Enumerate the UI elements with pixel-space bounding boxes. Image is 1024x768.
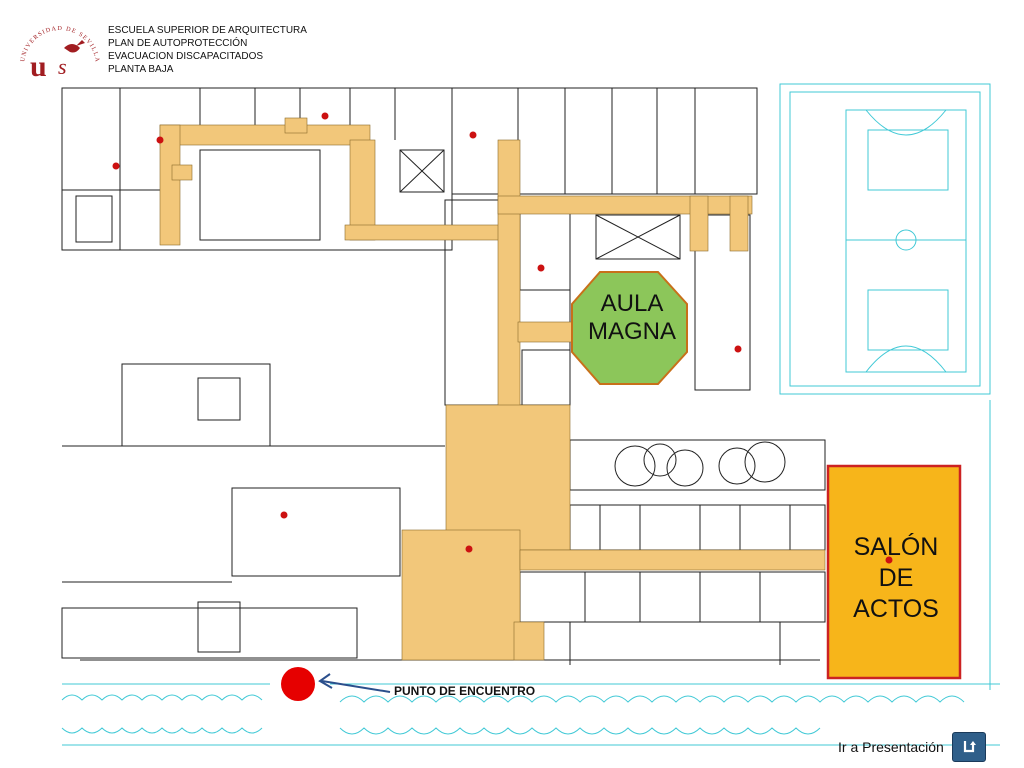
marker-dot xyxy=(156,136,164,144)
svg-text:s: s xyxy=(58,54,67,79)
location-markers xyxy=(112,112,893,564)
salon-label-line2: DE xyxy=(878,564,914,592)
marker-dot xyxy=(537,264,545,272)
salon-de-actos-area xyxy=(826,464,962,680)
meeting-point-label: PUNTO DE ENCUENTRO xyxy=(394,684,536,698)
marker-dot xyxy=(885,556,893,564)
go-to-presentation-label[interactable]: Ir a Presentación xyxy=(838,739,944,755)
marker-dot xyxy=(321,112,329,120)
salon-label-line3: ACTOS xyxy=(853,595,939,623)
header-floor: PLANTA BAJA xyxy=(108,64,174,75)
meeting-point-marker xyxy=(281,667,315,701)
marker-dot xyxy=(734,345,742,353)
marker-dot xyxy=(469,131,477,139)
marker-dot xyxy=(112,162,120,170)
marker-dot xyxy=(465,545,473,553)
evacuation-corridors xyxy=(159,117,826,661)
salon-label-line1: SALÓN xyxy=(853,533,939,561)
meeting-point-arrow xyxy=(318,673,391,693)
sports-court xyxy=(779,83,991,395)
aula-magna-area xyxy=(571,271,688,385)
university-logo: UNIVERSIDAD DE SEVILLA u s xyxy=(19,25,100,80)
header-evacuation: EVACUACION DISCAPACITADOS xyxy=(108,51,264,62)
aula-magna-label: AULA MAGNA xyxy=(572,290,692,346)
marker-dot xyxy=(280,511,288,519)
aula-label-line2: MAGNA xyxy=(587,318,676,345)
return-arrow-icon[interactable] xyxy=(951,732,986,762)
document-header: ESCUELA SUPERIOR DE ARQUITECTURA PLAN DE… xyxy=(108,24,307,76)
svg-text:u: u xyxy=(30,50,47,80)
salon-de-actos-label: SALÓN DE ACTOS xyxy=(830,532,962,625)
header-plan: PLAN DE AUTOPROTECCIÓN xyxy=(108,38,248,49)
landscape-border xyxy=(61,400,1000,746)
aula-label-line1: AULA xyxy=(600,290,664,317)
go-to-presentation-link[interactable]: Ir a Presentación xyxy=(838,732,986,762)
header-school: ESCUELA SUPERIOR DE ARQUITECTURA xyxy=(108,25,307,36)
